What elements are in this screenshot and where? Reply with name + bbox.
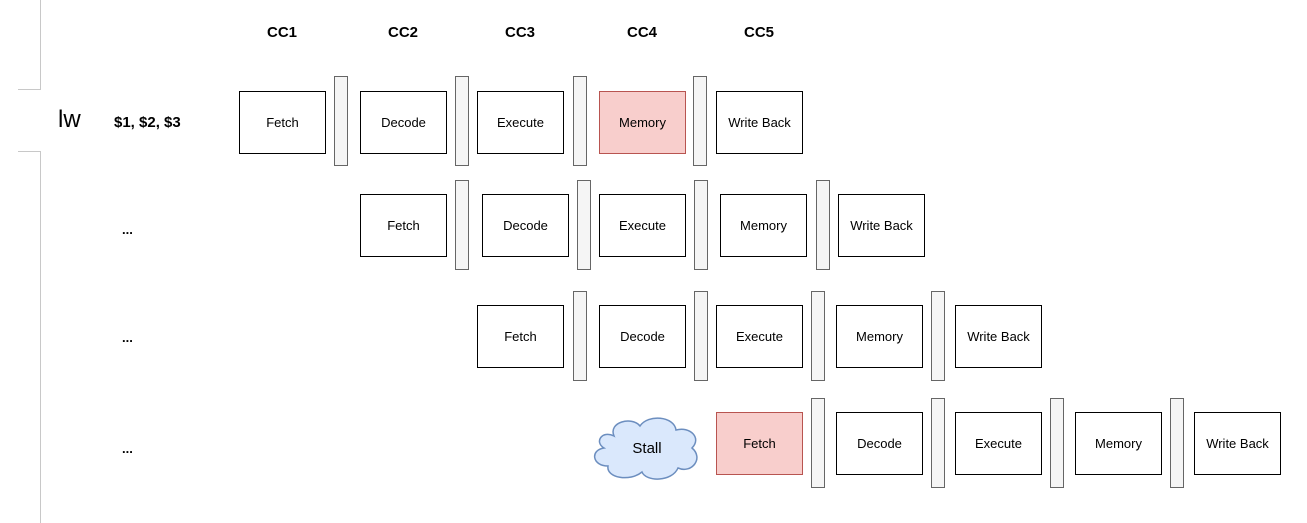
row1-memory-stage: Memory bbox=[599, 91, 686, 154]
cc-label-1: CC1 bbox=[266, 24, 297, 41]
row4-label: ... bbox=[122, 441, 133, 456]
instruction-operands: $1, $2, $3 bbox=[114, 114, 181, 131]
margin-line-top bbox=[40, 0, 41, 90]
row2-latch-1 bbox=[455, 180, 469, 270]
row3-latch-4 bbox=[931, 291, 945, 381]
row1-writeback-stage: Write Back bbox=[716, 91, 803, 154]
row3-fetch-stage: Fetch bbox=[477, 305, 564, 368]
row1-latch-1 bbox=[334, 76, 348, 166]
margin-tick-bottom bbox=[18, 151, 41, 152]
row2-decode-stage: Decode bbox=[482, 194, 569, 257]
row4-fetch-stage: Fetch bbox=[716, 412, 803, 475]
row2-latch-4 bbox=[816, 180, 830, 270]
row2-latch-3 bbox=[694, 180, 708, 270]
margin-tick-top bbox=[18, 89, 41, 90]
row3-latch-2 bbox=[694, 291, 708, 381]
row3-memory-stage: Memory bbox=[836, 305, 923, 368]
row2-label: ... bbox=[122, 222, 133, 237]
row1-latch-4 bbox=[693, 76, 707, 166]
row1-fetch-stage: Fetch bbox=[239, 91, 326, 154]
row2-fetch-stage: Fetch bbox=[360, 194, 447, 257]
row4-decode-stage: Decode bbox=[836, 412, 923, 475]
row4-latch-2 bbox=[931, 398, 945, 488]
row2-latch-2 bbox=[577, 180, 591, 270]
row4-execute-stage: Execute bbox=[955, 412, 1042, 475]
row3-execute-stage: Execute bbox=[716, 305, 803, 368]
row3-decode-stage: Decode bbox=[599, 305, 686, 368]
cc-label-4: CC4 bbox=[626, 24, 657, 41]
cc-label-5: CC5 bbox=[743, 24, 774, 41]
row3-latch-3 bbox=[811, 291, 825, 381]
row4-latch-1 bbox=[811, 398, 825, 488]
row4-memory-stage: Memory bbox=[1075, 412, 1162, 475]
row2-writeback-stage: Write Back bbox=[838, 194, 925, 257]
row4-writeback-stage: Write Back bbox=[1194, 412, 1281, 475]
row1-latch-2 bbox=[455, 76, 469, 166]
row2-execute-stage: Execute bbox=[599, 194, 686, 257]
stall-cloud-icon bbox=[594, 417, 698, 480]
row4-latch-3 bbox=[1050, 398, 1064, 488]
stall-label: Stall bbox=[632, 439, 662, 457]
row3-writeback-stage: Write Back bbox=[955, 305, 1042, 368]
instruction-opcode: lw bbox=[58, 106, 81, 133]
margin-line-bottom bbox=[40, 151, 41, 523]
row1-decode-stage: Decode bbox=[360, 91, 447, 154]
row2-memory-stage: Memory bbox=[720, 194, 807, 257]
cc-label-3: CC3 bbox=[504, 24, 535, 41]
row1-execute-stage: Execute bbox=[477, 91, 564, 154]
cc-label-2: CC2 bbox=[387, 24, 418, 41]
row4-latch-4 bbox=[1170, 398, 1184, 488]
row3-label: ... bbox=[122, 330, 133, 345]
row3-latch-1 bbox=[573, 291, 587, 381]
row1-latch-3 bbox=[573, 76, 587, 166]
